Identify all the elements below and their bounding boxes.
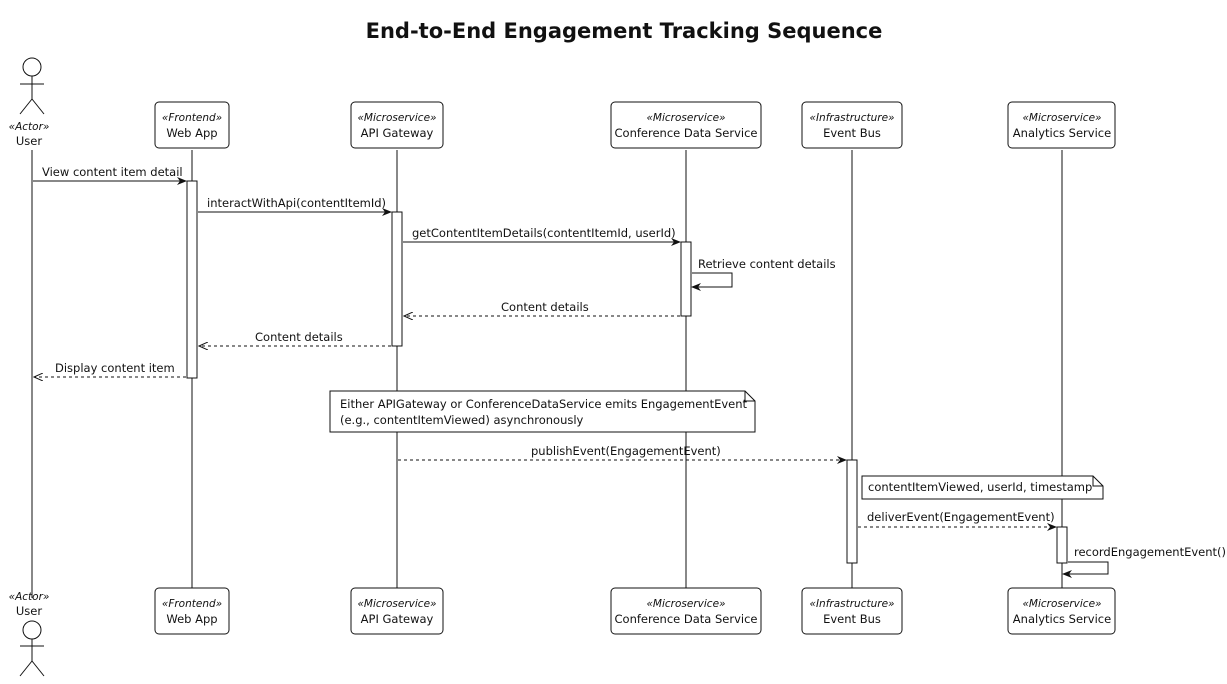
message-label: View content item detail [42, 165, 183, 179]
activation-web-app [186, 180, 198, 379]
message-label: Content details [255, 330, 343, 344]
actor-stereotype: «Actor» [9, 591, 50, 603]
activation-api-gateway [391, 211, 403, 347]
note-line: (e.g., contentItemViewed) asynchronously [340, 413, 584, 427]
participant-conference-data-service-bottom: «Microservice» Conference Data Service [610, 587, 762, 635]
message-label: getContentItemDetails(contentItemId, use… [412, 226, 676, 240]
message-label: recordEngagementEvent() [1074, 545, 1226, 559]
participant-name: Web App [166, 612, 217, 626]
message-deliver-event: deliverEvent(EngagementEvent) [858, 510, 1057, 531]
participant-stereotype: «Frontend» [162, 598, 222, 610]
message-content-details-to-api: Content details [404, 300, 680, 316]
actor-user-bottom: «Actor» User [9, 591, 50, 677]
actor-name: User [16, 604, 42, 618]
message-publish-event: publishEvent(EngagementEvent) [398, 444, 847, 464]
activation-event-bus [846, 459, 858, 564]
message-get-content-item-details: getContentItemDetails(contentItemId, use… [403, 226, 681, 246]
participant-name: API Gateway [361, 612, 434, 626]
message-label: deliverEvent(EngagementEvent) [867, 510, 1055, 524]
message-label: publishEvent(EngagementEvent) [531, 444, 721, 458]
participant-name: Analytics Service [1013, 126, 1111, 140]
participant-stereotype: «Microservice» [646, 112, 725, 124]
message-label: Retrieve content details [698, 257, 836, 271]
note-engagement-event: Either APIGateway or ConferenceDataServi… [329, 390, 756, 433]
message-label: interactWithApi(contentItemId) [207, 196, 386, 210]
diagram-title: End-to-End Engagement Tracking Sequence [366, 19, 883, 43]
participant-stereotype: «Microservice» [357, 112, 436, 124]
participant-name: Analytics Service [1013, 612, 1111, 626]
message-display-content-item: Display content item [34, 361, 186, 377]
activation-conference-data-service [680, 241, 692, 317]
participant-conference-data-service-top: «Microservice» Conference Data Service [610, 101, 762, 149]
participant-analytics-service-top: «Microservice» Analytics Service [1007, 101, 1116, 149]
participant-stereotype: «Microservice» [646, 598, 725, 610]
participant-name: Event Bus [823, 126, 881, 140]
note-event-payload: contentItemViewed, userId, timestamp [861, 475, 1104, 500]
message-view-content-item-detail: View content item detail [33, 165, 187, 185]
participant-stereotype: «Microservice» [1022, 598, 1101, 610]
participant-stereotype: «Infrastructure» [809, 598, 894, 610]
activation-analytics-service [1056, 526, 1068, 564]
participant-event-bus-top: «Infrastructure» Event Bus [801, 101, 903, 149]
message-record-engagement-event: recordEngagementEvent() [1062, 545, 1226, 578]
participant-name: API Gateway [361, 126, 434, 140]
actor-user-top: «Actor» User [9, 57, 50, 148]
participant-event-bus-bottom: «Infrastructure» Event Bus [801, 587, 903, 635]
message-retrieve-content-details: Retrieve content details [691, 257, 836, 291]
participant-analytics-service-bottom: «Microservice» Analytics Service [1007, 587, 1116, 635]
participant-stereotype: «Infrastructure» [809, 112, 894, 124]
participant-web-app-bottom: «Frontend» Web App [154, 587, 230, 635]
message-interact-with-api: interactWithApi(contentItemId) [198, 196, 392, 216]
message-content-details-to-web: Content details [199, 330, 391, 346]
participant-name: Web App [166, 126, 217, 140]
message-label: Display content item [55, 361, 175, 375]
note-line: Either APIGateway or ConferenceDataServi… [340, 397, 748, 411]
participant-stereotype: «Microservice» [357, 598, 436, 610]
actor-name: User [16, 134, 42, 148]
participant-stereotype: «Microservice» [1022, 112, 1101, 124]
participant-api-gateway-top: «Microservice» API Gateway [350, 101, 444, 149]
participant-web-app-top: «Frontend» Web App [154, 101, 230, 149]
message-label: Content details [501, 300, 589, 314]
participant-name: Conference Data Service [615, 612, 758, 626]
note-line: contentItemViewed, userId, timestamp [868, 480, 1092, 494]
participant-name: Conference Data Service [615, 126, 758, 140]
actor-stereotype: «Actor» [9, 121, 50, 133]
participant-stereotype: «Frontend» [162, 112, 222, 124]
participant-name: Event Bus [823, 612, 881, 626]
participant-api-gateway-bottom: «Microservice» API Gateway [350, 587, 444, 635]
